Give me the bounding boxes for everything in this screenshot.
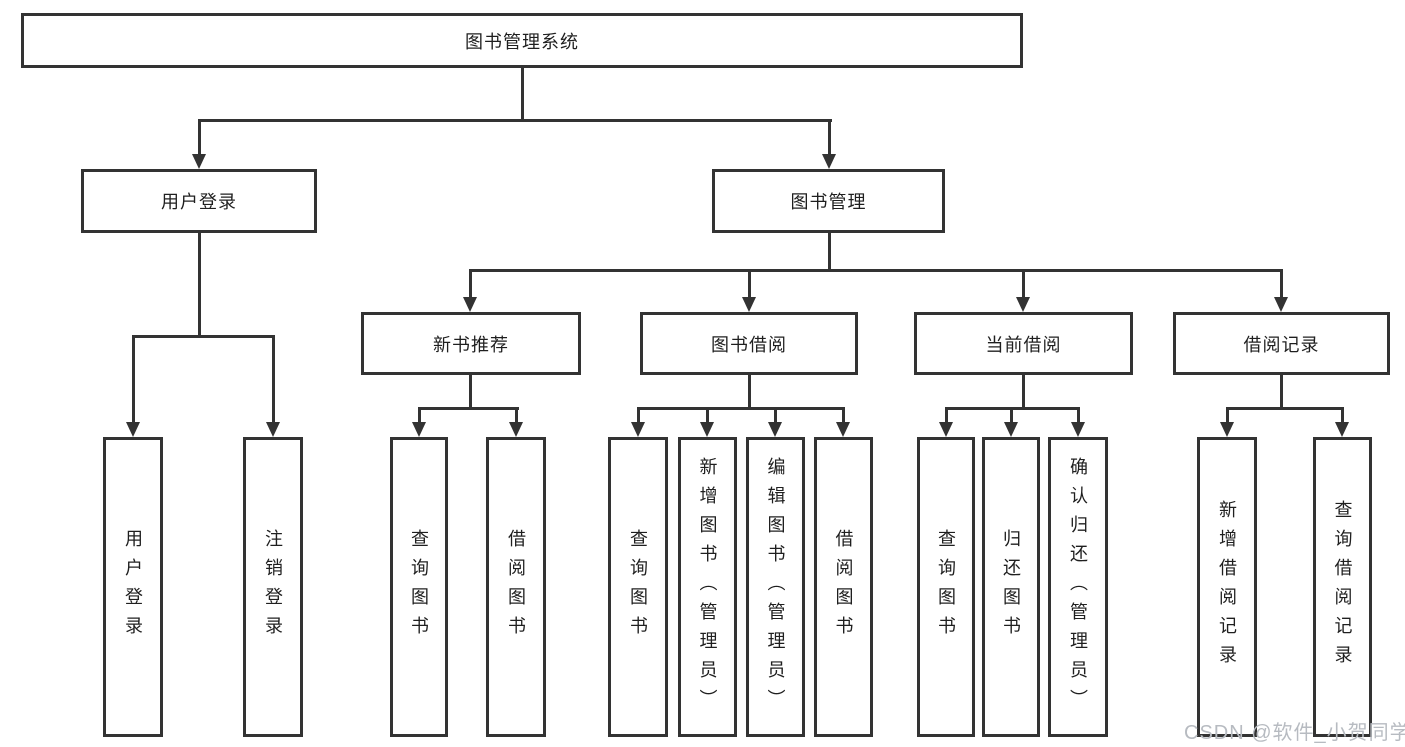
arrowhead-down-icon — [412, 422, 426, 437]
leaf-query-books-2: 查询图书 — [608, 437, 668, 737]
connector-line — [1225, 408, 1229, 422]
node-new-book-recommend: 新书推荐 — [361, 312, 581, 375]
leaf-borrow-books-2: 借阅图书 — [814, 437, 873, 737]
leaf-add-book-admin: 新增图书（管理员） — [678, 437, 737, 737]
arrowhead-down-icon — [1220, 422, 1234, 437]
connector-line — [1225, 406, 1344, 410]
connector-line — [417, 408, 421, 422]
leaf-query-borrow-record: 查询借阅记录 — [1313, 437, 1372, 737]
arrowhead-down-icon — [126, 422, 140, 437]
connector-line — [1279, 270, 1283, 297]
arrowhead-down-icon — [192, 154, 206, 169]
connector-line — [944, 408, 948, 422]
leaf-add-borrow-record: 新增借阅记录 — [1197, 437, 1257, 737]
connector-line — [747, 375, 751, 409]
arrowhead-down-icon — [768, 422, 782, 437]
leaf-user-login: 用户登录 — [103, 437, 163, 737]
connector-line — [1021, 270, 1025, 297]
connector-line — [747, 270, 751, 297]
arrowhead-down-icon — [266, 422, 280, 437]
connector-line — [1279, 375, 1283, 409]
node-current-borrow: 当前借阅 — [914, 312, 1133, 375]
connector-line — [773, 408, 777, 422]
connector-line — [468, 375, 472, 409]
arrowhead-down-icon — [1071, 422, 1085, 437]
connector-line — [197, 233, 201, 337]
connector-line — [1076, 408, 1080, 422]
connector-line — [131, 336, 135, 422]
arrowhead-down-icon — [631, 422, 645, 437]
arrowhead-down-icon — [509, 422, 523, 437]
connector-line — [520, 68, 524, 120]
arrowhead-down-icon — [1016, 297, 1030, 312]
leaf-query-books-1: 查询图书 — [390, 437, 448, 737]
arrowhead-down-icon — [822, 154, 836, 169]
leaf-query-books-3: 查询图书 — [917, 437, 975, 737]
arrowhead-down-icon — [463, 297, 477, 312]
leaf-confirm-return-admin: 确认归还（管理员） — [1048, 437, 1108, 737]
leaf-return-book: 归还图书 — [982, 437, 1040, 737]
arrowhead-down-icon — [1335, 422, 1349, 437]
node-borrow-records: 借阅记录 — [1173, 312, 1390, 375]
connector-line — [827, 119, 831, 155]
connector-line — [468, 268, 1283, 272]
node-root: 图书管理系统 — [21, 13, 1023, 68]
connector-line — [197, 118, 832, 122]
connector-line — [514, 408, 518, 422]
node-user-login: 用户登录 — [81, 169, 317, 233]
connector-line — [468, 270, 472, 297]
arrowhead-down-icon — [742, 297, 756, 312]
arrowhead-down-icon — [836, 422, 850, 437]
node-book-borrow: 图书借阅 — [640, 312, 858, 375]
arrowhead-down-icon — [1274, 297, 1288, 312]
arrowhead-down-icon — [700, 422, 714, 437]
watermark: CSDN @软件_小贺同学 — [1184, 722, 1405, 744]
connector-line — [841, 408, 845, 422]
connector-line — [417, 406, 519, 410]
connector-line — [197, 119, 201, 155]
connector-line — [131, 334, 275, 338]
leaf-logout: 注销登录 — [243, 437, 303, 737]
connector-line — [1021, 375, 1025, 409]
connector-line — [705, 408, 709, 422]
arrowhead-down-icon — [939, 422, 953, 437]
connector-line — [271, 336, 275, 422]
connector-line — [827, 233, 831, 271]
node-book-management: 图书管理 — [712, 169, 945, 233]
connector-line — [1009, 408, 1013, 422]
connector-line — [636, 406, 845, 410]
leaf-borrow-books-1: 借阅图书 — [486, 437, 546, 737]
arrowhead-down-icon — [1004, 422, 1018, 437]
leaf-edit-book-admin: 编辑图书（管理员） — [746, 437, 805, 737]
connector-line — [636, 408, 640, 422]
connector-line — [1340, 408, 1344, 422]
